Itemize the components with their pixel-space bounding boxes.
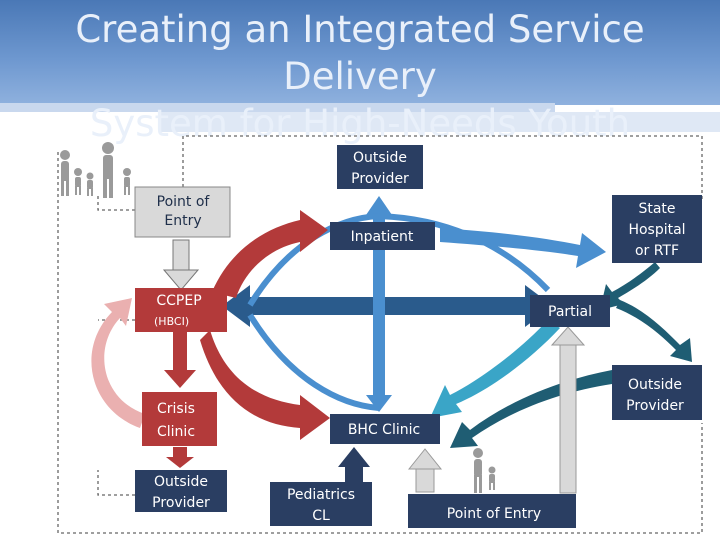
- pink-arrow-crisis-to-ccpep: [91, 298, 145, 428]
- label-partial: Partial: [548, 304, 592, 320]
- box-partial: Partial: [530, 295, 610, 327]
- red-arrow-ccpep-to-bhc: [200, 330, 330, 440]
- box-point-of-entry-bottom: Point of Entry: [408, 494, 576, 528]
- dashed-line-top: [182, 135, 703, 200]
- label-point-of-entry-top-1: Point of: [157, 194, 211, 210]
- label-crisis-clinic-2: Clinic: [157, 424, 195, 440]
- darkteal-arrow-to-state-hospital: [616, 300, 692, 362]
- label-state-hospital-2: Hospital: [628, 222, 685, 238]
- title-banner-stripe-light: [160, 112, 720, 132]
- dashed-line-bottom-left: [97, 470, 135, 496]
- label-outside-provider-bottom-1: Outside: [154, 474, 208, 490]
- gray-arrow-bottom-entry-to-bhc: [407, 448, 443, 493]
- label-outside-provider-right-1: Outside: [628, 377, 682, 393]
- red-arrow-ccpep-to-inpatient: [212, 210, 328, 298]
- label-state-hospital-1: State: [638, 201, 675, 217]
- ccpep-partial-double-arrow: [222, 285, 553, 327]
- label-hbci: (HBCI): [154, 315, 189, 328]
- blue-arrow-to-state-hospital: [440, 228, 606, 268]
- box-inpatient: Inpatient: [330, 222, 435, 250]
- label-outside-provider-right-2: Provider: [626, 398, 684, 414]
- box-crisis-clinic: Crisis Clinic: [142, 392, 217, 446]
- box-point-of-entry-top: Point of Entry: [134, 186, 231, 238]
- red-arrow-ccpep-to-crisis: [164, 330, 196, 388]
- box-outside-provider-bottom: Outside Provider: [135, 470, 227, 512]
- label-inpatient: Inpatient: [351, 229, 414, 245]
- darkteal-arrow-to-partial: [600, 262, 660, 310]
- title-banner: [0, 0, 720, 105]
- label-crisis-clinic-1: Crisis: [157, 401, 195, 417]
- label-outside-provider-top-1: Outside: [353, 150, 407, 166]
- title-banner-stripe: [0, 103, 555, 112]
- label-ccpep: CCPEP: [156, 293, 201, 309]
- box-outside-provider-right: Outside Provider: [612, 365, 702, 420]
- box-outside-provider-top: Outside Provider: [337, 145, 423, 189]
- gray-arrow-entry-to-ccpep: [162, 239, 200, 291]
- gray-arrow-bottom-entry-to-partial: [550, 326, 586, 494]
- teal-arrow-partial-to-bhc: [430, 320, 560, 418]
- dashed-line-entry: [97, 195, 135, 211]
- title-line-2: System for High-Needs Youth: [89, 102, 631, 145]
- parent-child-silhouette-icon: [473, 448, 496, 493]
- box-state-hospital: State Hospital or RTF: [612, 195, 702, 263]
- box-ccpep: CCPEP (HBCI): [135, 288, 227, 332]
- label-point-of-entry-top-2: Entry: [164, 213, 201, 229]
- title-line-1: Creating an Integrated Service Delivery: [75, 8, 645, 98]
- label-outside-provider-bottom-2: Provider: [152, 495, 210, 511]
- label-outside-provider-top-2: Provider: [351, 171, 409, 187]
- label-pediatrics-2: CL: [312, 508, 330, 524]
- vertical-blue-double-arrow: [366, 196, 392, 412]
- label-point-of-entry-bottom: Point of Entry: [447, 506, 541, 522]
- navy-arrow-pediatrics-to-bhc: [338, 447, 370, 488]
- family-silhouette-icon: [60, 142, 131, 198]
- page-title: Creating an Integrated Service Delivery …: [0, 6, 720, 147]
- label-state-hospital-3: or RTF: [635, 243, 679, 259]
- dashed-line-outer: [57, 152, 703, 534]
- red-arrow-crisis-to-outside: [166, 447, 194, 468]
- blue-arc-left-bottom: [247, 313, 380, 411]
- label-pediatrics-1: Pediatrics: [287, 487, 355, 503]
- box-pediatrics: Pediatrics CL: [270, 482, 372, 526]
- label-bhc-clinic: BHC Clinic: [348, 422, 420, 438]
- box-bhc-clinic: BHC Clinic: [330, 414, 440, 444]
